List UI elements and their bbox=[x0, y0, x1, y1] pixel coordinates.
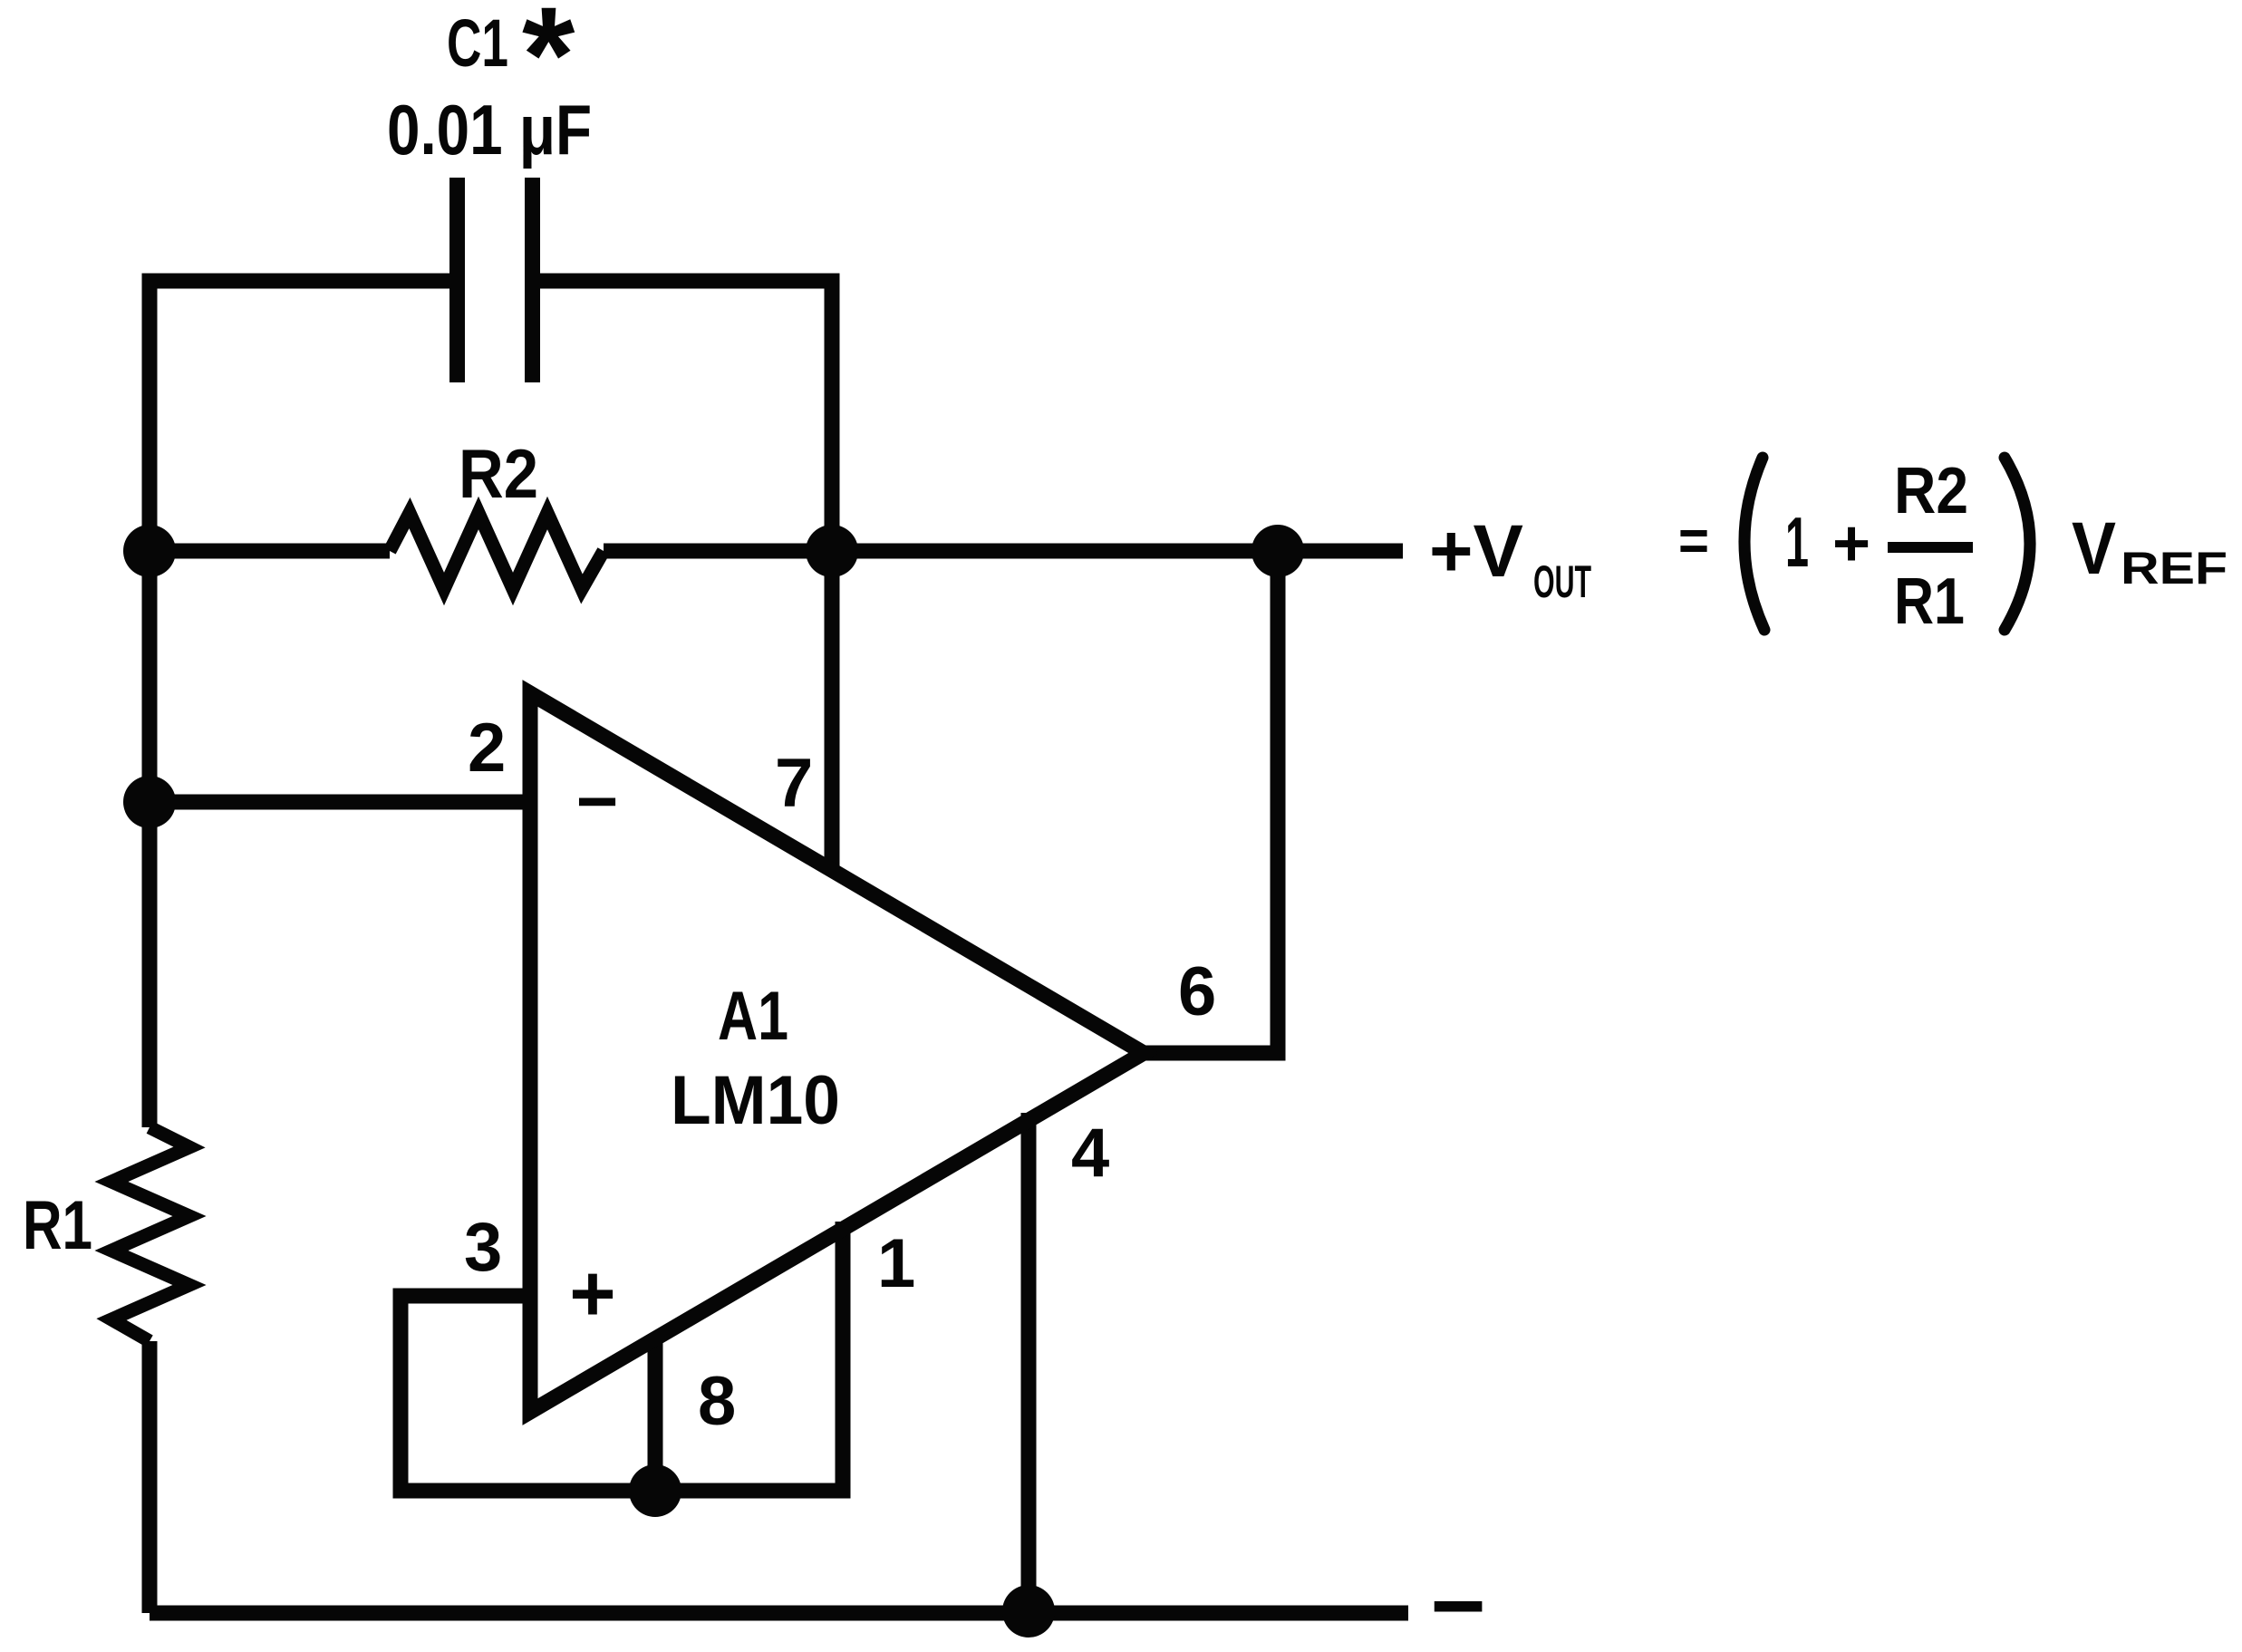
resistor-r2-zigzag bbox=[383, 496, 610, 606]
formula-equals: = bbox=[1678, 507, 1709, 573]
wire-pin3-pin1-tie-loop bbox=[392, 1222, 851, 1499]
formula-open-paren bbox=[1738, 451, 1771, 636]
opamp-part-label: LM10 bbox=[671, 1062, 840, 1139]
formula-close-paren bbox=[1998, 451, 2036, 636]
wire-pin6-output bbox=[1144, 551, 1286, 1061]
pin6-label: 6 bbox=[1178, 953, 1216, 1030]
junction-feedback-left bbox=[123, 525, 176, 577]
r2-ref-label: R2 bbox=[459, 436, 538, 513]
c1-ref-label: C1 bbox=[447, 5, 508, 81]
formula-plus-vout: +V bbox=[1429, 510, 1523, 593]
junction-inverting-node bbox=[123, 776, 176, 828]
pin2-label: 2 bbox=[468, 710, 506, 787]
formula-plus: + bbox=[1832, 507, 1870, 580]
formula-denominator-r1: R1 bbox=[1894, 565, 1965, 638]
formula-ref-subscript: REF bbox=[2121, 543, 2228, 594]
r1-ref-label: R1 bbox=[23, 1187, 92, 1264]
pin3-label: 3 bbox=[464, 1209, 502, 1286]
junction-pin8-tie bbox=[629, 1464, 681, 1517]
pin7-label: 7 bbox=[775, 745, 813, 822]
wire-capacitor-right-to-pin7 bbox=[540, 273, 840, 874]
pin4-label: 4 bbox=[1071, 1115, 1109, 1192]
capacitor-plate-right bbox=[525, 178, 540, 382]
noninverting-sign: + bbox=[569, 1249, 615, 1338]
formula-vref-v: V bbox=[2072, 507, 2116, 590]
junction-pin7-capacitor bbox=[806, 525, 858, 577]
opamp-designator-label: A1 bbox=[718, 978, 788, 1055]
inverting-sign: − bbox=[576, 761, 619, 842]
resistor-r1-zigzag bbox=[94, 1121, 207, 1348]
capacitor-plate-left bbox=[449, 178, 465, 382]
formula-one: 1 bbox=[1785, 502, 1809, 582]
junction-output-feedback bbox=[1251, 525, 1304, 577]
c1-value-label: 0.01 μF bbox=[387, 90, 592, 169]
formula-out-subscript: OUT bbox=[1533, 556, 1591, 607]
negative-rail-sign: − bbox=[1430, 1553, 1485, 1652]
pin8-label: 8 bbox=[698, 1363, 736, 1440]
formula-numerator-r2: R2 bbox=[1894, 455, 1968, 527]
junction-pin4-ground bbox=[1002, 1585, 1055, 1638]
wire-left-rail-top bbox=[141, 273, 449, 1127]
pin1-label: 1 bbox=[877, 1225, 915, 1302]
c1-asterisk: * bbox=[522, 0, 575, 130]
opamp-triangle bbox=[522, 680, 1159, 1425]
